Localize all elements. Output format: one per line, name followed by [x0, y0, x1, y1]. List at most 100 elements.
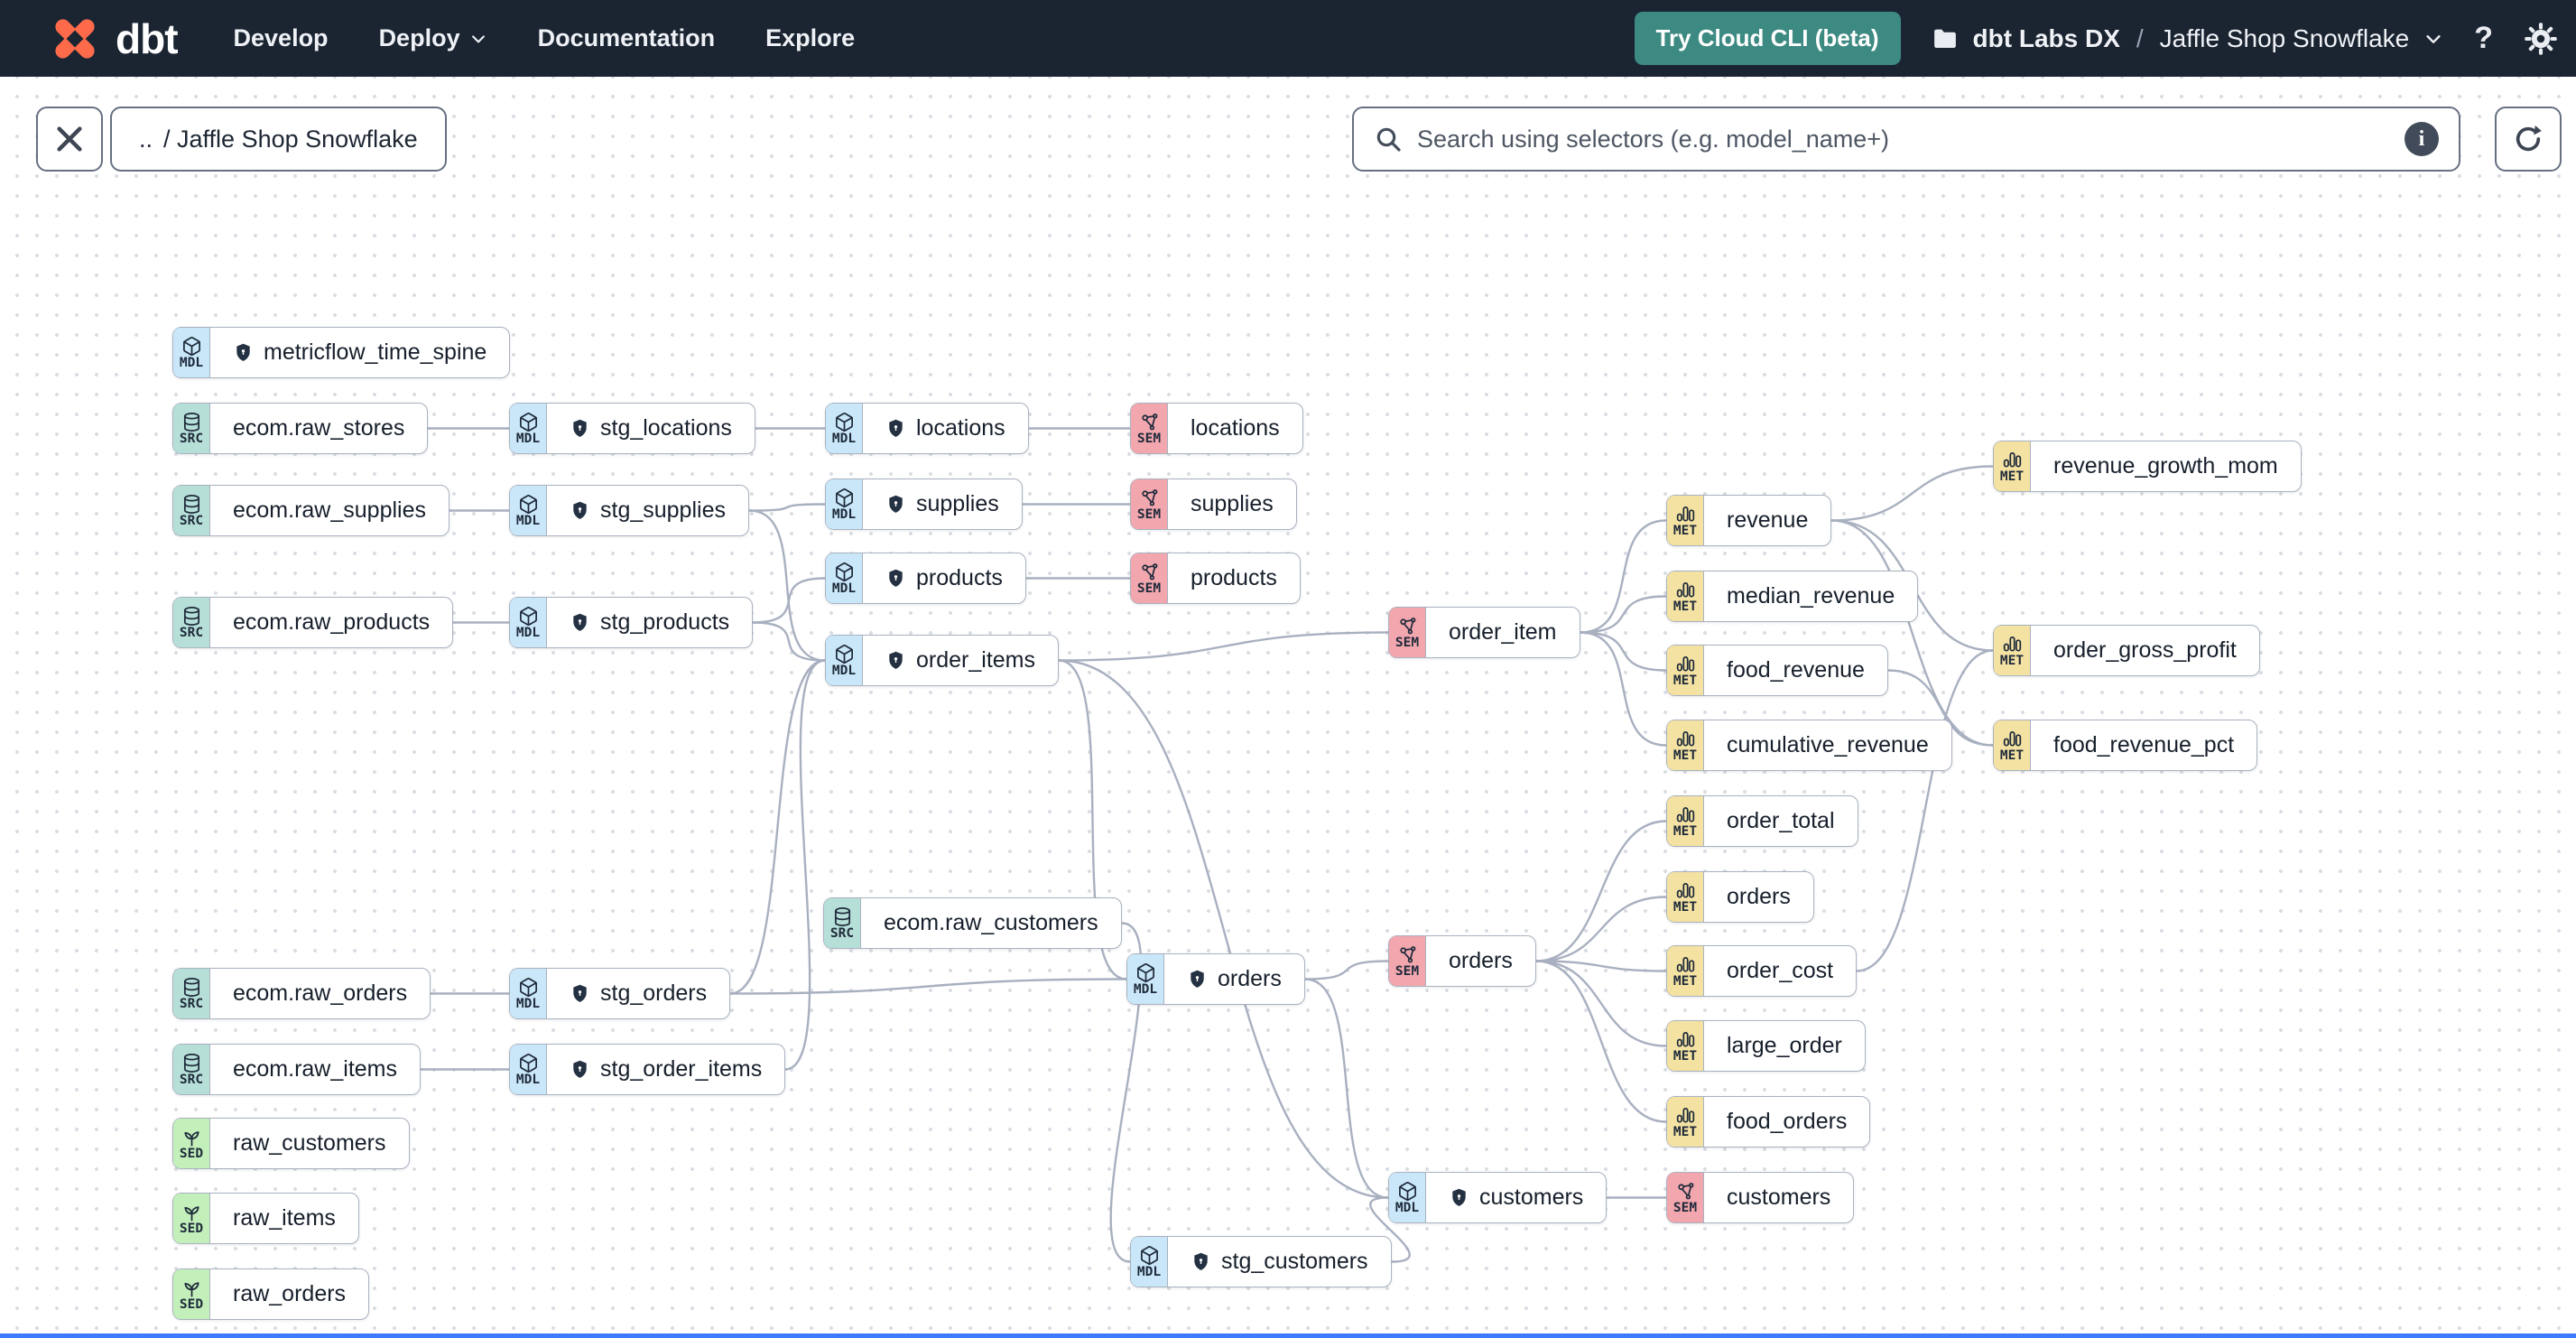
node-type-icon: [1675, 1181, 1696, 1202]
node-body: revenue: [1704, 496, 1830, 545]
node-type-badge: MET: [1667, 1021, 1704, 1071]
node-body: order_item: [1426, 608, 1580, 657]
graph-node-order_item_sem[interactable]: SEM order_item: [1388, 607, 1580, 658]
graph-node-raw_orders_seed[interactable]: SED raw_orders: [172, 1268, 370, 1320]
graph-node-cumulative_revenue[interactable]: MET cumulative_revenue: [1666, 720, 1952, 771]
graph-node-orders_sem[interactable]: SEM orders: [1388, 935, 1536, 987]
graph-node-supplies_mdl[interactable]: MDL supplies: [825, 479, 1023, 530]
graph-node-ecom_raw_customers[interactable]: SRC ecom.raw_customers: [823, 897, 1122, 949]
node-body: locations: [1168, 404, 1302, 453]
shield-icon: [1449, 1187, 1469, 1208]
graph-node-stg_order_items[interactable]: MDL stg_order_items: [509, 1044, 786, 1095]
graph-node-ecom_raw_products[interactable]: SRC ecom.raw_products: [172, 597, 454, 648]
graph-node-supplies_sem[interactable]: SEM supplies: [1130, 479, 1297, 530]
graph-node-stg_products[interactable]: MDL stg_products: [509, 597, 754, 648]
node-label: stg_order_items: [600, 1056, 763, 1082]
node-type-badge: MET: [1994, 720, 2031, 770]
graph-node-orders_mdl[interactable]: MDL orders: [1126, 953, 1305, 1005]
node-body: locations: [863, 404, 1028, 453]
node-type-label: MET: [1673, 1124, 1698, 1139]
gear-icon[interactable]: [2524, 22, 2558, 56]
node-label: order_item: [1449, 619, 1557, 645]
close-lineage-button[interactable]: [36, 107, 103, 172]
graph-node-large_order[interactable]: MET large_order: [1666, 1020, 1866, 1072]
node-label: ecom.raw_orders: [233, 980, 408, 1006]
info-icon[interactable]: i: [2405, 122, 2439, 156]
graph-node-food_orders[interactable]: MET food_orders: [1666, 1096, 1871, 1148]
node-label: locations: [916, 415, 1005, 441]
graph-node-ecom_raw_items[interactable]: SRC ecom.raw_items: [172, 1044, 421, 1095]
node-body: stg_products: [547, 598, 752, 647]
graph-node-stg_orders[interactable]: MDL stg_orders: [509, 968, 731, 1019]
graph-node-products_sem[interactable]: SEM products: [1130, 553, 1301, 604]
graph-node-customers_mdl[interactable]: MDL customers: [1388, 1172, 1608, 1223]
node-type-icon: [181, 606, 202, 627]
graph-node-stg_locations[interactable]: MDL stg_locations: [509, 403, 755, 454]
nav-explore[interactable]: Explore: [765, 24, 856, 51]
node-type-badge: MET: [1667, 646, 1704, 695]
graph-node-stg_customers[interactable]: MDL stg_customers: [1130, 1236, 1392, 1287]
refresh-button[interactable]: [2495, 107, 2562, 172]
nav-documentation[interactable]: Documentation: [537, 24, 716, 51]
graph-node-food_revenue_pct[interactable]: MET food_revenue_pct: [1993, 720, 2258, 771]
graph-node-locations_sem[interactable]: SEM locations: [1130, 403, 1303, 454]
graph-node-ecom_raw_orders[interactable]: SRC ecom.raw_orders: [172, 968, 431, 1019]
node-type-label: MDL: [179, 355, 204, 370]
graph-node-revenue_growth_mom[interactable]: MET revenue_growth_mom: [1993, 441, 2302, 492]
account-name: dbt Labs DX: [1972, 23, 2120, 52]
nav-develop[interactable]: Develop: [233, 24, 329, 51]
graph-node-ecom_raw_supplies[interactable]: SRC ecom.raw_supplies: [172, 485, 449, 536]
graph-node-order_gross_profit[interactable]: MET order_gross_profit: [1993, 625, 2260, 676]
graph-node-order_items[interactable]: MDL order_items: [825, 635, 1059, 686]
breadcrumb-up-link[interactable]: ..: [139, 125, 153, 153]
node-type-icon: [834, 412, 855, 432]
graph-node-order_total[interactable]: MET order_total: [1666, 795, 1858, 847]
node-type-label: MDL: [831, 663, 857, 678]
graph-node-order_cost[interactable]: MET order_cost: [1666, 945, 1858, 997]
help-icon[interactable]: ?: [2474, 21, 2493, 55]
node-type-label: SEM: [1395, 963, 1420, 979]
graph-node-median_revenue[interactable]: MET median_revenue: [1666, 571, 1919, 622]
node-body: raw_orders: [210, 1269, 368, 1319]
graph-node-raw_items_seed[interactable]: SED raw_items: [172, 1193, 359, 1244]
node-type-icon: [1675, 880, 1696, 901]
node-body: order_cost: [1704, 946, 1856, 996]
try-cloud-cli-button[interactable]: Try Cloud CLI (beta): [1634, 12, 1901, 65]
project-selector[interactable]: dbt Labs DX / Jaffle Shop Snowflake: [1932, 24, 2444, 53]
node-type-icon: [1139, 1245, 1160, 1266]
graph-node-stg_supplies[interactable]: MDL stg_supplies: [509, 485, 749, 536]
node-type-icon: [1139, 412, 1160, 432]
node-type-label: MDL: [515, 1072, 541, 1087]
nav-deploy[interactable]: Deploy: [379, 24, 487, 52]
search-input[interactable]: [1417, 125, 2390, 153]
node-body: median_revenue: [1704, 571, 1917, 621]
shield-icon: [570, 500, 590, 521]
graph-node-products_mdl[interactable]: MDL products: [825, 553, 1026, 604]
node-type-icon: [834, 562, 855, 582]
graph-node-ecom_raw_stores[interactable]: SRC ecom.raw_stores: [172, 403, 429, 454]
graph-node-customers_sem[interactable]: SEM customers: [1666, 1172, 1855, 1223]
graph-node-metricflow_time_spine[interactable]: MDL metricflow_time_spine: [172, 327, 511, 378]
node-type-badge: MET: [1667, 571, 1704, 621]
node-type-label: SEM: [1136, 581, 1162, 596]
shield-icon: [885, 494, 906, 515]
graph-node-raw_customers_seed[interactable]: SED raw_customers: [172, 1118, 410, 1169]
node-label: food_revenue_pct: [2053, 732, 2235, 757]
node-type-label: MDL: [515, 513, 541, 528]
graph-node-food_revenue[interactable]: MET food_revenue: [1666, 645, 1888, 696]
node-type-icon: [181, 1278, 202, 1298]
shield-icon: [570, 983, 590, 1004]
graph-node-revenue[interactable]: MET revenue: [1666, 495, 1832, 546]
node-type-badge: SEM: [1131, 553, 1168, 603]
node-label: large_order: [1727, 1033, 1842, 1058]
dbt-logo[interactable]: dbt: [47, 11, 179, 67]
node-body: supplies: [863, 479, 1022, 529]
node-label: revenue_growth_mom: [2053, 453, 2278, 479]
node-type-badge: SEM: [1131, 404, 1168, 453]
node-type-label: SRC: [179, 625, 204, 640]
graph-node-locations_mdl[interactable]: MDL locations: [825, 403, 1029, 454]
node-body: raw_items: [210, 1194, 358, 1243]
graph-node-orders_met[interactable]: MET orders: [1666, 871, 1814, 923]
node-body: products: [1168, 553, 1300, 603]
